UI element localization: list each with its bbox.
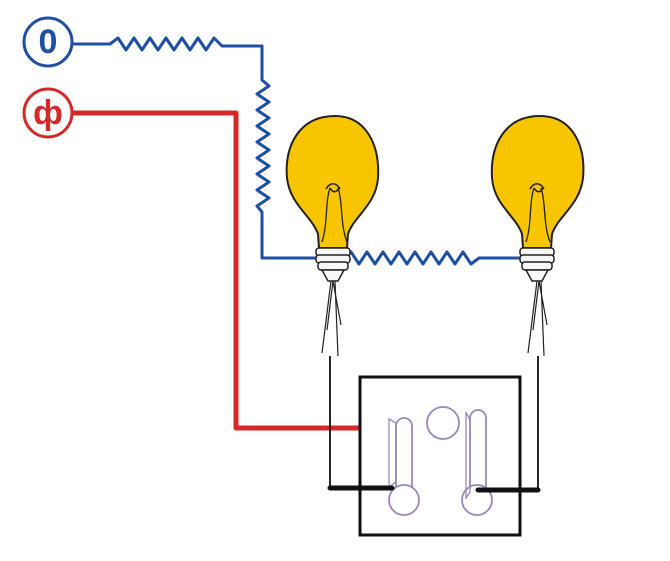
phase-terminal-label: ф	[33, 94, 63, 132]
left-bulb-supports	[321, 187, 348, 243]
neutral-wire-path	[71, 36, 526, 266]
right-base-ring-3	[521, 261, 553, 271]
left-lamp-wire-ends	[321, 280, 342, 357]
left-switch-contact	[388, 484, 420, 516]
left-lamp	[285, 114, 380, 357]
phase-wire-path	[70, 110, 433, 431]
right-slot-shadow	[465, 411, 471, 501]
left-bulb-base	[315, 247, 351, 282]
switch-common-contact	[426, 406, 460, 440]
phase-terminal: ф	[22, 87, 74, 139]
neutral-terminal-label: 0	[39, 23, 58, 61]
right-lamp-wire-ends	[527, 280, 548, 357]
left-slot-shadow	[388, 417, 397, 489]
right-bulb-glass	[490, 114, 585, 249]
right-lamp	[490, 114, 585, 357]
left-bulb-glass	[285, 114, 380, 249]
left-bulb-filament	[325, 183, 341, 193]
left-base-tip	[320, 269, 346, 282]
left-base-ring-3	[317, 261, 349, 271]
double-switch-icon	[327, 375, 541, 537]
right-bulb-base	[519, 247, 555, 282]
right-base-tip	[524, 269, 550, 282]
neutral-terminal: 0	[22, 16, 74, 68]
neutral-terminal-circle	[22, 16, 74, 68]
right-bulb-supports	[525, 187, 551, 243]
right-bulb-filament	[529, 183, 545, 193]
neutral-wire	[71, 36, 526, 266]
switch-housing	[358, 375, 522, 537]
